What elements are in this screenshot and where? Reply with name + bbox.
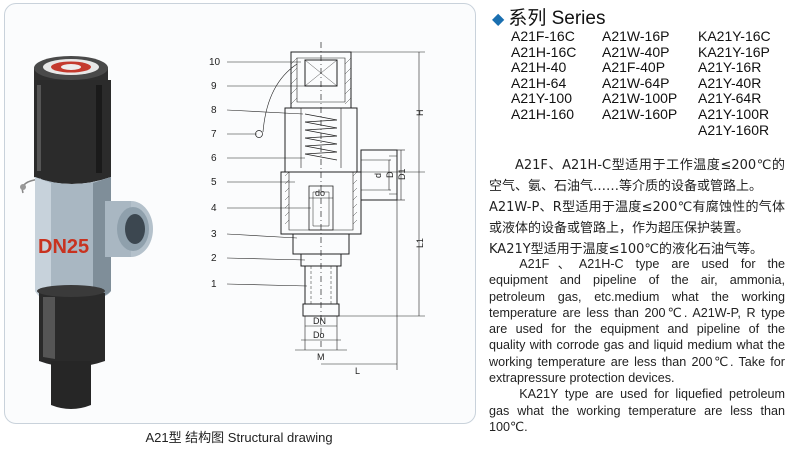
- dim-label-m: M: [317, 352, 325, 362]
- part-number-labels: 10 9 8 7 6 5 4 3 2 1: [209, 57, 221, 290]
- dim-label-l1: L1: [415, 238, 425, 248]
- part-number-5: 5: [211, 177, 217, 188]
- model-column-3: KA21Y-16C KA21Y-16P A21Y-16R A21Y-40R A2…: [698, 28, 771, 138]
- dim-label-d-upper: D: [385, 171, 395, 178]
- model-item: A21W-100P: [602, 90, 678, 107]
- figure-svg: DN 2 5: [20, 42, 425, 409]
- description-en-paragraph: A21F、A21H-C type are used for the equipm…: [489, 257, 785, 386]
- model-item: A21W-160P: [602, 105, 678, 122]
- figure-caption: A21型 结构图 Structural drawing: [145, 430, 333, 445]
- part-number-8: 8: [211, 105, 217, 116]
- description-english: A21F、A21H-C type are used for the equipm…: [489, 256, 785, 435]
- diamond-bullet-icon: ◆: [492, 11, 505, 28]
- part-number-10: 10: [209, 57, 221, 68]
- dim-label-dn: DN: [313, 316, 326, 326]
- model-item: A21Y-16R: [698, 59, 762, 76]
- model-item: A21Y-100R: [698, 105, 770, 122]
- structural-drawing: [226, 42, 425, 370]
- model-item: A21H-64: [511, 74, 567, 91]
- model-item: A21Y-100: [511, 90, 572, 107]
- part-number-4: 4: [211, 203, 217, 214]
- dim-label-d-lower: d: [373, 173, 383, 178]
- model-item: A21W-16P: [602, 28, 670, 44]
- model-item: A21F-16C: [511, 28, 575, 44]
- dim-label-d1: D1: [397, 168, 407, 180]
- model-item: A21W-40P: [602, 43, 670, 60]
- dim-label-do: do: [315, 188, 325, 198]
- model-item: KA21Y-16C: [698, 28, 771, 44]
- figure-panel: DN 2 5: [4, 3, 476, 424]
- model-item: KA21Y-16P: [698, 43, 770, 60]
- description-en-paragraph: KA21Y type are used for liquefied petrol…: [489, 387, 785, 434]
- part-leaders: [226, 61, 311, 287]
- dim-label-h: H: [415, 110, 425, 117]
- model-item: A21H-40: [511, 59, 567, 76]
- model-item: A21Y-64R: [698, 90, 762, 107]
- dimension-lines: [295, 51, 425, 370]
- dim-label-l: L: [355, 366, 360, 376]
- part-number-2: 2: [211, 253, 217, 264]
- model-column-2: A21W-16P A21W-40P A21F-40P A21W-64P A21W…: [602, 28, 678, 123]
- body-marking: DN25: [38, 236, 89, 258]
- description-cn-paragraph: A21W-P、R型适用于温度≤200℃有腐蚀性的气体或液体的设备或管路上，作为超…: [489, 200, 785, 236]
- model-item: A21Y-160R: [698, 121, 770, 138]
- series-title-text: 系列 Series: [508, 8, 606, 29]
- description-chinese: A21F、A21H-C型适用于工作温度≤200℃的空气、氨、石油气……等介质的设…: [489, 155, 785, 260]
- spring: [304, 113, 338, 161]
- dimension-labels: H L1 D1 D d do DN Do M L: [313, 110, 425, 377]
- model-column-1: A21F-16C A21H-16C A21H-40 A21H-64 A21Y-1…: [511, 28, 577, 123]
- part-number-9: 9: [211, 81, 217, 92]
- model-item: A21F-40P: [602, 59, 666, 76]
- part-number-7: 7: [211, 129, 217, 140]
- model-item: A21H-16C: [511, 43, 577, 60]
- model-item: A21W-64P: [602, 74, 670, 91]
- description-cn-paragraph: KA21Y型适用于温度≤100℃的液化石油气等。: [489, 242, 763, 257]
- model-item: A21Y-40R: [698, 74, 762, 91]
- part-number-1: 1: [211, 279, 217, 290]
- valve-photo: DN25: [20, 56, 153, 409]
- part-number-3: 3: [211, 229, 217, 240]
- series-title: ◆系列 Series: [492, 3, 605, 30]
- model-item: A21H-160: [511, 105, 575, 122]
- description-cn-paragraph: A21F、A21H-C型适用于工作温度≤200℃的空气、氨、石油气……等介质的设…: [489, 158, 785, 194]
- part-number-6: 6: [211, 153, 217, 164]
- dim-label-do-outer: Do: [313, 330, 325, 340]
